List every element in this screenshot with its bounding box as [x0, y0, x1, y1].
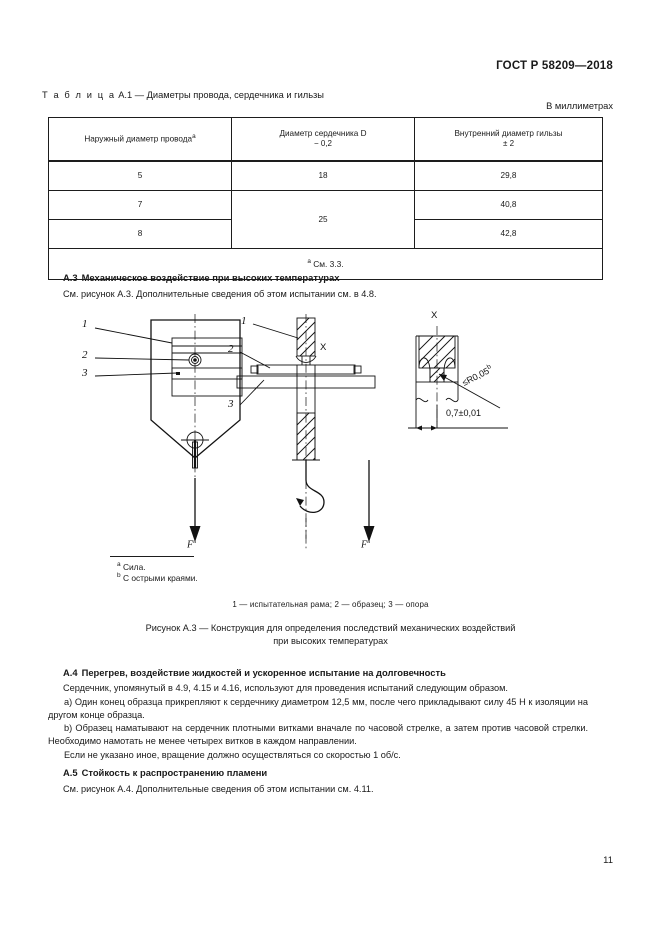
figure-label-left-1: 1	[82, 318, 88, 330]
figure-caption: Рисунок А.3 — Конструкция для определени…	[0, 622, 661, 648]
footnote-marker: b	[117, 572, 121, 579]
table-header-outer-diameter: Наружный диаметр проводаа	[48, 117, 232, 162]
section-a5-number: А.5	[63, 767, 78, 778]
cell-outer-diameter: 8	[48, 219, 232, 249]
header-tolerance: ± 2	[502, 139, 515, 149]
figure-label-left-3: 3	[82, 367, 88, 379]
table-units-note: В миллиметрах	[546, 101, 613, 111]
figure-label-mid-1: 1	[241, 315, 247, 327]
figure-force-right: Fа	[361, 538, 370, 550]
page-number: 11	[603, 855, 613, 866]
figure-caption-line2: при высоких температурах	[273, 636, 388, 646]
force-footnote-marker: а	[367, 538, 370, 545]
header-footnote-marker: а	[192, 133, 196, 141]
figure-footnote-b: b С острыми краями.	[117, 572, 198, 583]
table-header-sleeve-diameter: Внутренний диаметр гильзы ± 2	[414, 117, 603, 162]
cell-core-diameter: 18	[231, 160, 415, 191]
header-text: Диаметр сердечника D	[279, 129, 367, 139]
footnote-text: С острыми краями.	[122, 572, 198, 583]
section-a4-number: А.4	[63, 667, 78, 678]
figure-label-mid-3: 3	[228, 398, 234, 410]
section-a4-paragraph-a: a) Один конец образца прикрепляют к серд…	[48, 697, 588, 721]
cell-outer-diameter: 5	[48, 160, 232, 191]
force-symbol: F	[361, 539, 368, 551]
figure-label-detail-x: X	[431, 310, 438, 321]
section-a5-paragraph: См. рисунок А.4. Дополнительные сведения…	[63, 784, 374, 794]
table-caption-prefix: Т а б л и ц а	[42, 90, 116, 100]
section-a3-title: Механическое воздействие при высоких тем…	[81, 272, 340, 283]
force-symbol: F	[187, 539, 194, 551]
figure-label-mid-x: X	[320, 342, 327, 353]
section-a4-paragraph-0: Сердечник, упомянутый в 4.9, 4.15 и 4.16…	[63, 683, 508, 693]
figure-a3-drawing: 1 2 3 1 2 3 X X ≤R0,05b 0,7±0,01 Fа Fа	[48, 310, 608, 560]
figure-footnote-divider	[110, 556, 194, 557]
cell-core-diameter-merged: 25	[231, 190, 415, 249]
figure-label-mid-2: 2	[228, 343, 234, 355]
cell-sleeve-diameter: 29,8	[414, 160, 603, 191]
figure-dimension-thickness: 0,7±0,01	[446, 408, 481, 418]
diameters-table: Наружный диаметр проводаа Диаметр сердеч…	[48, 117, 603, 280]
footnote-marker: а	[307, 257, 311, 265]
table-footnote: а См. 3.3.	[48, 248, 603, 280]
section-a3-paragraph: См. рисунок А.3. Дополнительные сведения…	[63, 289, 377, 299]
cell-outer-diameter: 7	[48, 190, 232, 220]
table-header-row: Наружный диаметр проводаа Диаметр сердеч…	[48, 117, 603, 162]
figure-footnote-a: а Сила.	[117, 561, 146, 572]
document-standard-header: ГОСТ Р 58209—2018	[496, 60, 613, 72]
footnote-marker: а	[117, 561, 121, 568]
cell-sleeve-diameter: 40,8	[414, 190, 603, 220]
figure-caption-line1: Рисунок А.3 — Конструкция для определени…	[145, 623, 516, 633]
header-text: Внутренний диаметр гильзы	[454, 129, 563, 139]
table-footnote-row: а См. 3.3.	[48, 248, 603, 280]
table-header-core-diameter: Диаметр сердечника D − 0,2	[231, 117, 415, 162]
table-caption-text: А.1 — Диаметры провода, сердечника и гил…	[118, 90, 324, 100]
force-footnote-marker: а	[193, 538, 196, 545]
footnote-text: Сила.	[122, 561, 146, 572]
section-a4-paragraph-b: b) Образец наматывают на сердечник плотн…	[48, 723, 588, 747]
section-a4-paragraph-3: Если не указано иное, вращение должно ос…	[64, 750, 401, 760]
footnote-text: См. 3.3.	[313, 258, 344, 269]
figure-a3-svg	[94, 314, 508, 550]
table-row: 5 18 29,8	[48, 160, 603, 191]
table-caption: Т а б л и ц а А.1 — Диаметры провода, се…	[42, 90, 324, 100]
section-a3-number: А.3	[63, 272, 78, 283]
diameters-table-wrapper: Наружный диаметр проводаа Диаметр сердеч…	[48, 117, 603, 280]
figure-label-left-2: 2	[82, 349, 88, 361]
table-row: 7 25 40,8	[48, 190, 603, 249]
figure-legend: 1 — испытательная рама; 2 — образец; 3 —…	[232, 600, 429, 609]
header-tolerance: − 0,2	[313, 139, 332, 149]
figure-force-left: Fа	[187, 538, 196, 550]
header-text: Наружный диаметр провода	[84, 134, 193, 144]
cell-sleeve-diameter: 42,8	[414, 219, 603, 249]
section-a4-title: Перегрев, воздействие жидкостей и ускоре…	[81, 667, 446, 678]
section-a5-title: Стойкость к распространению пламени	[81, 767, 268, 778]
